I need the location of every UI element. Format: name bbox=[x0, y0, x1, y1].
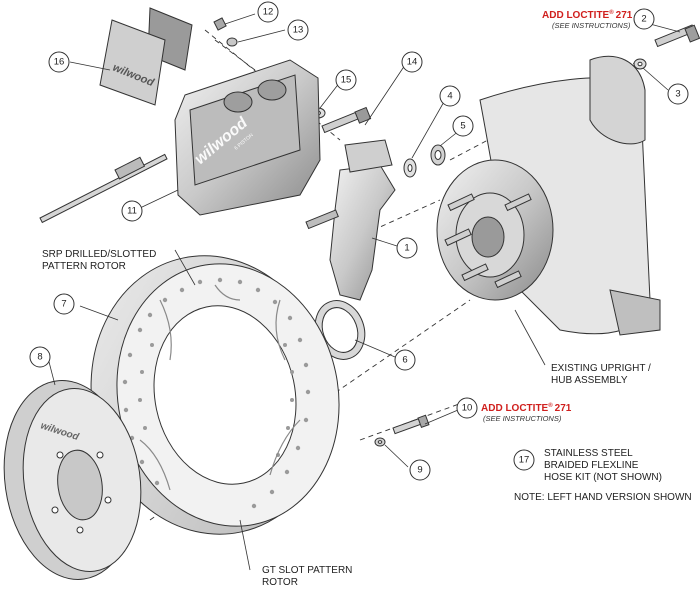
svg-text:GT SLOT PATTERN: GT SLOT PATTERN bbox=[262, 565, 352, 576]
svg-text:HUB ASSEMBLY: HUB ASSEMBLY bbox=[551, 375, 628, 386]
caliper: wilwood 6 PISTON bbox=[174, 59, 321, 216]
srp-rotor-label: SRP DRILLED/SLOTTED PATTERN ROTOR bbox=[42, 249, 156, 272]
svg-text:7: 7 bbox=[61, 299, 66, 310]
svg-text:16: 16 bbox=[54, 57, 65, 68]
callout-2: 2 bbox=[633, 8, 655, 30]
svg-text:STAINLESS STEEL: STAINLESS STEEL bbox=[544, 448, 633, 459]
svg-text:6: 6 bbox=[402, 355, 407, 366]
callout-13: 13 bbox=[287, 19, 309, 41]
svg-text:EXISTING UPRIGHT /: EXISTING UPRIGHT / bbox=[551, 363, 651, 374]
svg-text:PATTERN ROTOR: PATTERN ROTOR bbox=[42, 261, 126, 272]
svg-text:ADD LOCTITE®271: ADD LOCTITE®271 bbox=[542, 9, 633, 21]
callout-14: 14 bbox=[401, 51, 423, 73]
callout-7: 7 bbox=[53, 293, 75, 315]
left-hand-note: NOTE: LEFT HAND VERSION SHOWN bbox=[514, 492, 692, 503]
svg-text:3: 3 bbox=[675, 89, 680, 100]
bracket-bolt-top bbox=[633, 24, 700, 70]
rotor-bolt bbox=[374, 414, 430, 447]
callout-9: 9 bbox=[409, 459, 431, 481]
svg-text:SRP DRILLED/SLOTTED: SRP DRILLED/SLOTTED bbox=[42, 249, 156, 260]
loctite-note-top: ADD LOCTITE®271 (SEE INSTRUCTIONS) bbox=[542, 9, 633, 30]
mounting-bolt bbox=[321, 106, 372, 134]
caliper-bracket bbox=[305, 139, 396, 301]
callout-12: 12 bbox=[257, 1, 279, 23]
svg-text:13: 13 bbox=[293, 25, 304, 36]
hose-kit-label: STAINLESS STEEL BRAIDED FLEXLINE HOSE KI… bbox=[544, 448, 662, 483]
loctite-note-bottom: ADD LOCTITE®271 (SEE INSTRUCTIONS) bbox=[481, 402, 572, 423]
svg-text:15: 15 bbox=[341, 75, 352, 86]
callout-4: 4 bbox=[439, 85, 461, 107]
svg-text:5: 5 bbox=[460, 121, 465, 132]
washer-4 bbox=[403, 158, 417, 178]
svg-text:17: 17 bbox=[519, 455, 530, 466]
svg-text:4: 4 bbox=[447, 91, 452, 102]
rotor-ring bbox=[90, 255, 340, 535]
leader-lines bbox=[47, 13, 681, 571]
rotor-hat: wilwood bbox=[3, 380, 142, 580]
upright-label: EXISTING UPRIGHT / HUB ASSEMBLY bbox=[551, 363, 651, 386]
rotor-slots bbox=[139, 284, 301, 491]
svg-text:11: 11 bbox=[127, 206, 137, 217]
svg-text:(SEE INSTRUCTIONS): (SEE INSTRUCTIONS) bbox=[483, 414, 562, 423]
callout-11: 11 bbox=[121, 200, 143, 222]
callout-10: 10 bbox=[456, 397, 478, 419]
washer-5 bbox=[430, 144, 446, 166]
gt-rotor-label: GT SLOT PATTERN ROTOR bbox=[262, 565, 352, 588]
svg-text:1: 1 bbox=[404, 243, 409, 254]
bleeder-screws bbox=[213, 17, 238, 47]
svg-text:ADD LOCTITE®271: ADD LOCTITE®271 bbox=[481, 402, 572, 414]
upright-hub-assembly bbox=[436, 55, 661, 336]
callout-1: 1 bbox=[396, 237, 418, 259]
callout-15: 15 bbox=[335, 69, 357, 91]
callout-5: 5 bbox=[452, 115, 474, 137]
svg-text:14: 14 bbox=[407, 57, 418, 68]
svg-text:ROTOR: ROTOR bbox=[262, 577, 298, 588]
callout-6: 6 bbox=[394, 349, 416, 371]
callout-17: 17 bbox=[513, 449, 535, 471]
svg-text:8: 8 bbox=[37, 352, 42, 363]
callout-3: 3 bbox=[667, 83, 689, 105]
svg-text:(SEE INSTRUCTIONS): (SEE INSTRUCTIONS) bbox=[552, 21, 631, 30]
svg-text:HOSE KIT (NOT SHOWN): HOSE KIT (NOT SHOWN) bbox=[544, 472, 662, 483]
svg-text:12: 12 bbox=[263, 7, 274, 18]
callout-16: 16 bbox=[48, 51, 70, 73]
svg-text:9: 9 bbox=[417, 465, 422, 476]
pad-retaining-pin bbox=[39, 153, 168, 224]
svg-text:BRAIDED FLEXLINE: BRAIDED FLEXLINE bbox=[544, 460, 639, 471]
callout-8: 8 bbox=[29, 346, 51, 368]
svg-text:10: 10 bbox=[462, 403, 473, 414]
svg-text:NOTE: LEFT HAND VERSION SHOWN: NOTE: LEFT HAND VERSION SHOWN bbox=[514, 492, 692, 503]
brake-pads: wilwood bbox=[99, 7, 193, 106]
svg-text:2: 2 bbox=[641, 14, 646, 25]
wheel-studs bbox=[444, 193, 532, 289]
